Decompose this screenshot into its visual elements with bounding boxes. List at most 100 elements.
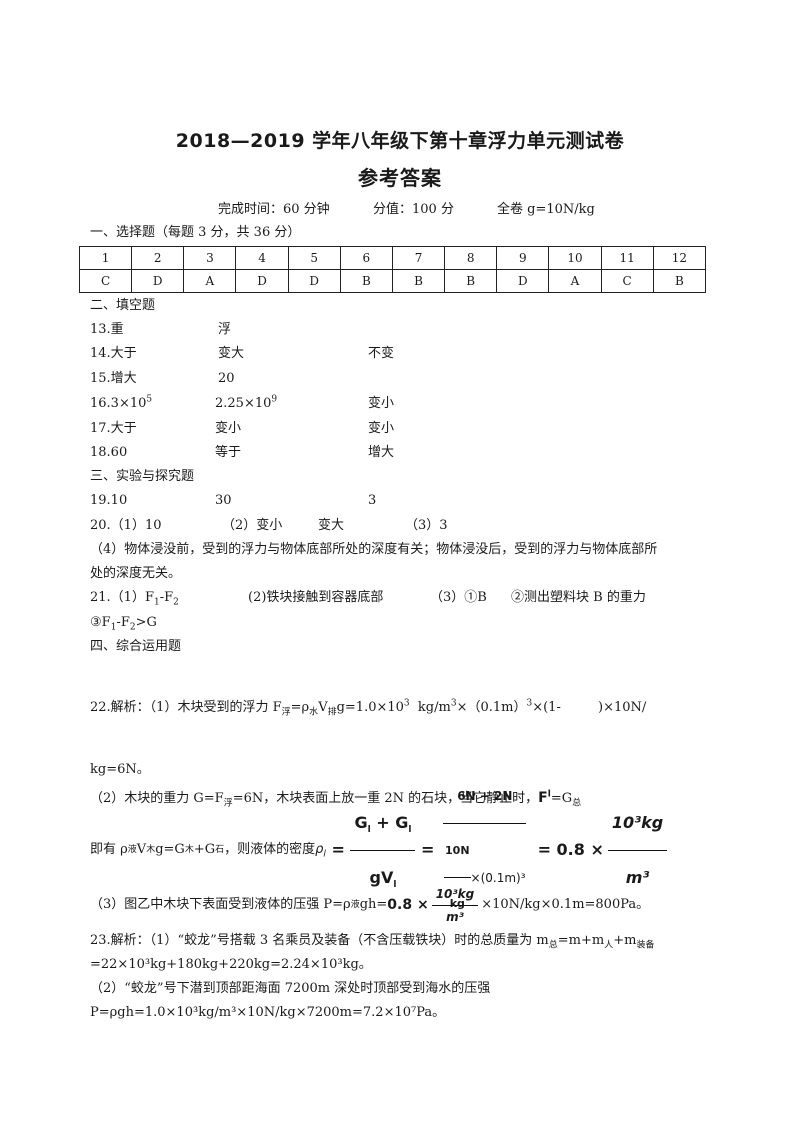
answer-21-b: (2)铁块接触到容器底部 xyxy=(248,590,384,605)
q22-text: g=1.0×10 xyxy=(336,700,404,715)
answer-21-a: 21.（1）F1-F2 xyxy=(90,590,179,608)
answer-19-c: 3 xyxy=(368,493,377,508)
table-cell: 5 xyxy=(287,246,341,270)
exam-score: 分值：100 分 xyxy=(373,202,454,217)
fraction-denominator: 10N kg ×(0.1m)³ xyxy=(440,824,530,929)
q22-text: ，则液体的密度 xyxy=(224,842,316,857)
q22-text: ×(1- xyxy=(532,700,561,715)
fraction-numerator: 10³kg xyxy=(431,885,479,906)
answer-16-a: 2.25×109 xyxy=(215,395,277,413)
answer-22-line1: 22.解析：（1）木块受到的浮力 F浮=ρ水V排g=1.0×103 kg/m3×… xyxy=(90,698,647,718)
f-sub: l xyxy=(547,789,551,800)
table-cell: 11 xyxy=(600,246,654,270)
equals-sign: = xyxy=(325,840,351,859)
answer-table-answers-row: C D A D D B B B D A C B xyxy=(78,269,707,293)
answer-21-line2-text: ③F xyxy=(90,615,111,630)
num-g: G xyxy=(354,812,368,832)
answer-13-a: 浮 xyxy=(218,322,232,337)
q22-text: )×10N/ xyxy=(598,700,647,715)
q22-text: gh= xyxy=(359,897,388,912)
q22-text: ×10N/kg×0.1m=800Pa。 xyxy=(481,897,650,912)
table-cell: 2 xyxy=(131,246,185,270)
answer-15-a: 20 xyxy=(218,371,235,386)
table-cell: C xyxy=(600,269,654,293)
answer-22-part2: （2）木块的重力 G=F浮=6N，木块表面上放一重 2N 的石块，当它静止时，F… xyxy=(90,789,582,809)
answer-14-a: 变大 xyxy=(218,346,245,361)
pressure-coef: 0.8 × xyxy=(387,897,429,913)
table-cell: A xyxy=(548,269,602,293)
pressure-density-fraction: 10³kg m³ xyxy=(431,885,479,926)
table-cell: A xyxy=(183,269,237,293)
q23-text: 23.解析：（1）“蛟龙”号搭载 3 名乘员及装备（不含压载铁块）时的总质量为 … xyxy=(90,933,549,948)
q22-text: V xyxy=(136,842,147,857)
q22-text: =ρ xyxy=(290,700,310,715)
table-cell: C xyxy=(78,269,133,293)
answer-23-line1: 23.解析：（1）“蛟龙”号搭载 3 名乘员及装备（不含压载铁块）时的总质量为 … xyxy=(90,933,655,951)
density-symbol: ρl xyxy=(315,825,326,875)
answer-20-b: （2）变小 xyxy=(222,518,283,533)
table-cell: 12 xyxy=(652,246,707,270)
answer-21-line2: ③F1-F2>G xyxy=(90,615,157,633)
q22-text: （3）图乙中木块下表面受到液体的压强 P=ρ xyxy=(90,897,351,912)
q22-text: g=G xyxy=(155,842,185,857)
table-cell: 4 xyxy=(235,246,289,270)
answer-15-q: 15.增大 xyxy=(90,371,137,386)
buoyancy-symbol: Fl xyxy=(538,790,551,806)
q22-text: =6N，木块表面上放一重 2N 的石块，当它静止时， xyxy=(232,791,539,806)
rho-sub: l xyxy=(323,849,326,860)
exam-gravity: 全卷 g=10N/kg xyxy=(497,202,595,217)
q22-text: ×（0.1m） xyxy=(456,700,527,715)
f-label: F xyxy=(538,790,548,806)
fraction-numerator: 10³kg xyxy=(607,798,668,851)
section4-heading: 四、综合运用题 xyxy=(90,639,182,654)
answer-20-a: 20.（1）10 xyxy=(90,518,162,533)
table-cell: 6 xyxy=(339,246,393,270)
answer-19-b: 30 xyxy=(215,493,232,508)
table-cell: 3 xyxy=(183,246,237,270)
section3-heading: 三、实验与探究题 xyxy=(90,469,195,484)
equals-sign: = xyxy=(415,840,441,859)
answer-16-a-exp: 9 xyxy=(271,394,278,405)
fraction-denominator: gVl xyxy=(369,867,397,890)
table-cell: 10 xyxy=(548,246,602,270)
num-g2: G xyxy=(395,812,409,832)
density-fraction-3: 10³kg m³ xyxy=(607,798,668,903)
q22-text: （2）木块的重力 G=F xyxy=(90,791,224,806)
table-cell: D xyxy=(287,269,341,293)
answer-14-q: 14.大于 xyxy=(90,346,137,361)
answer-20-4-line2: 处的深度无关。 xyxy=(90,566,182,581)
den-volume: ×(0.1m)³ xyxy=(470,870,526,885)
answer-table: 1 2 3 4 5 6 7 8 9 10 11 12 C D A D D B B… xyxy=(78,246,707,293)
table-cell: D xyxy=(131,269,185,293)
unit-num: 10N xyxy=(444,826,471,878)
answer-20-4-line1: （4）物体浸没前，受到的浮力与物体底部所处的深度有关；物体浸没后，受到的浮力与物… xyxy=(90,542,658,557)
fraction-denominator: m³ xyxy=(446,909,464,924)
table-cell: 1 xyxy=(78,246,133,270)
answer-23-line4: P=ρgh=1.0×10³kg/m³×10N/kg×7200m=7.2×10⁷P… xyxy=(90,1005,446,1020)
answer-17-q: 17.大于 xyxy=(90,421,137,436)
answer-23-line3: （2）“蛟龙”号下潜到顶部距海面 7200m 深处时顶部受到海水的压强 xyxy=(90,981,491,996)
answer-16-b: 变小 xyxy=(368,396,395,411)
table-cell: D xyxy=(235,269,289,293)
answer-17-b: 变小 xyxy=(368,421,395,436)
answer-table-numbers-row: 1 2 3 4 5 6 7 8 9 10 11 12 xyxy=(78,246,707,270)
answer-23-line2: =22×10³kg+180kg+220kg=2.24×10³kg。 xyxy=(90,957,372,972)
table-cell: B xyxy=(444,269,498,293)
density-result-coef: = 0.8 × xyxy=(537,840,604,859)
q22-text: +G xyxy=(193,842,216,857)
answer-16-a-text: 2.25×10 xyxy=(215,396,272,411)
answer-18-a: 等于 xyxy=(215,445,242,460)
answer-13-q: 13.重 xyxy=(90,322,124,337)
exam-time: 完成时间：60 分钟 xyxy=(218,202,330,217)
answer-16-q: 16.3×105 xyxy=(90,395,152,413)
answer-18-b: 增大 xyxy=(368,445,395,460)
section1-heading: 一、选择题（每题 3 分，共 36 分） xyxy=(90,225,301,240)
q22-text: V xyxy=(318,700,328,715)
rho-label: ρ xyxy=(315,842,324,857)
answer-21-c: （3）①B xyxy=(430,590,487,605)
answer-22-line2: kg=6N。 xyxy=(90,762,150,777)
page-title: 2018—2019 学年八年级下第十章浮力单元测试卷 xyxy=(175,130,625,152)
density-fraction-2: 6N + 2N 10N kg ×(0.1m)³ xyxy=(440,771,530,929)
